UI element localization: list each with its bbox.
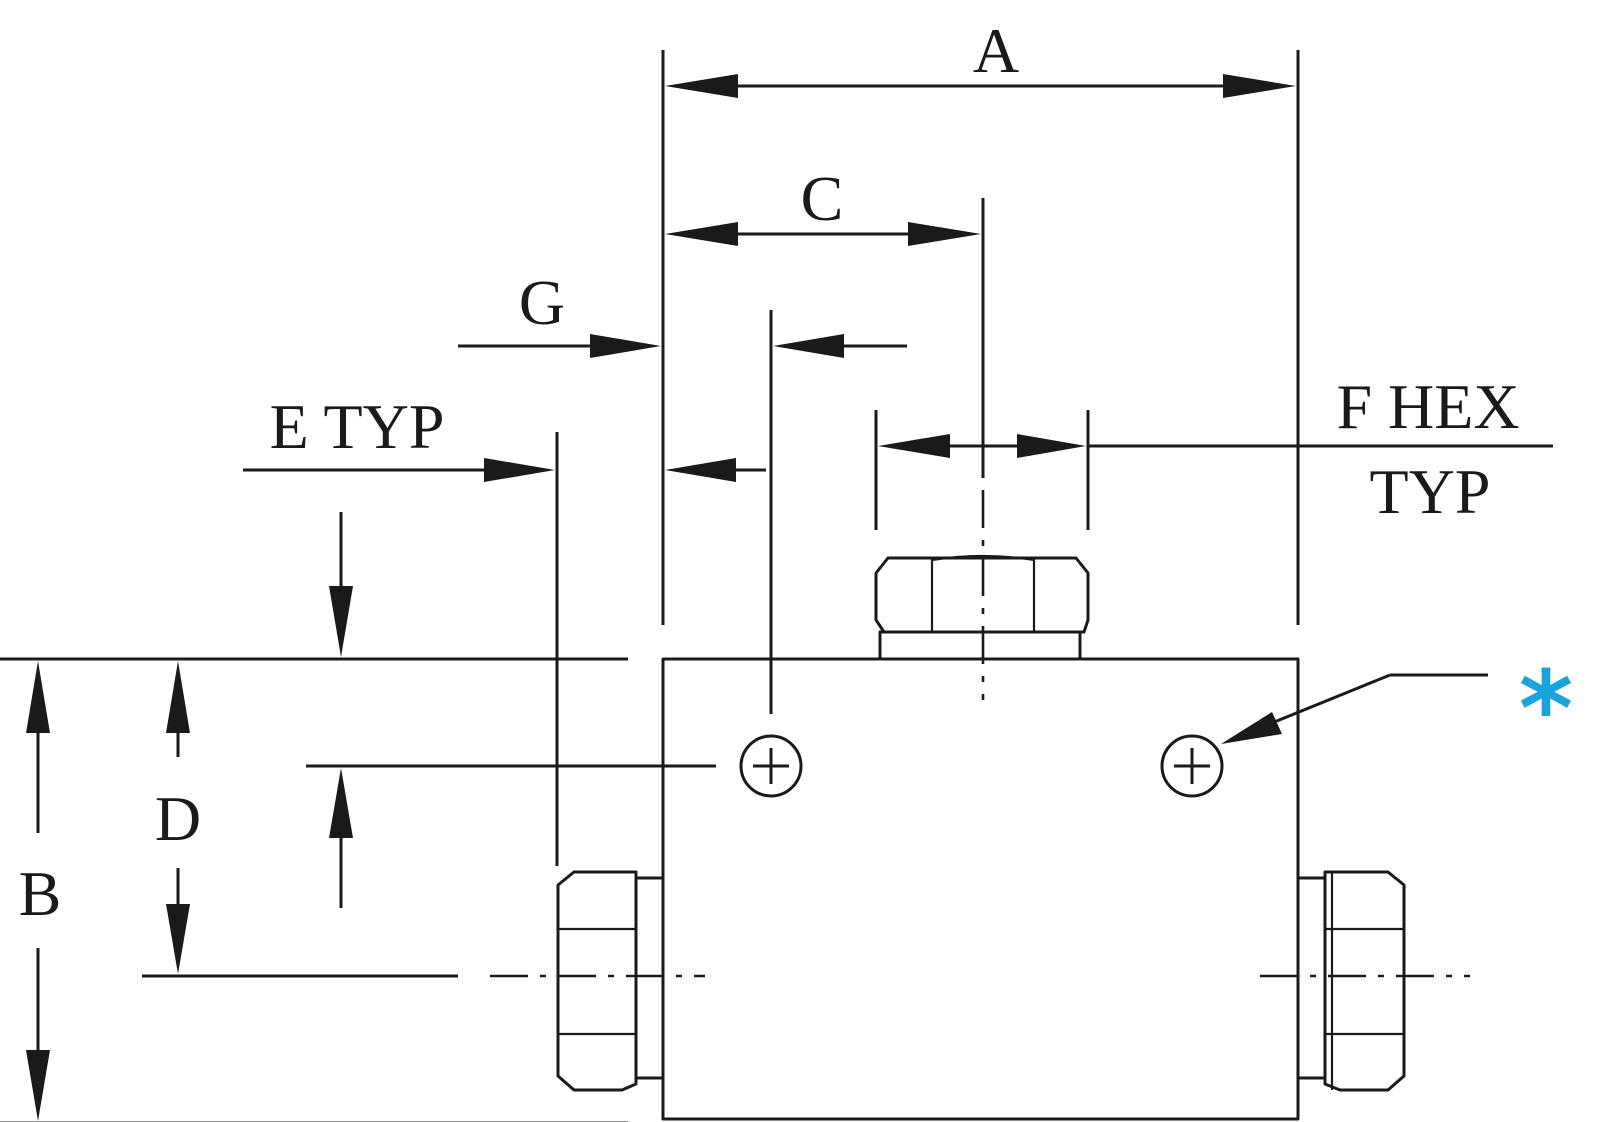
extension-lines bbox=[0, 50, 1300, 1122]
valve-body bbox=[661, 657, 1300, 1121]
right-hex-fitting bbox=[1296, 870, 1406, 1092]
dimension-f-label-line2: TYP bbox=[1370, 456, 1491, 527]
note-leader: * bbox=[1221, 648, 1573, 770]
dimension-e: E TYP bbox=[243, 391, 766, 482]
mounting-hole-right bbox=[1160, 734, 1224, 798]
dimension-a-label: A bbox=[973, 15, 1019, 86]
dimension-c-label: C bbox=[801, 163, 844, 234]
dimension-c: C bbox=[665, 163, 981, 246]
dimension-g-label: G bbox=[519, 267, 565, 338]
dimension-a: A bbox=[665, 15, 1296, 98]
dimension-f-label-line1: F HEX bbox=[1336, 371, 1519, 442]
dimension-hole-height bbox=[329, 512, 353, 908]
note-marker: * bbox=[1519, 648, 1573, 770]
left-hex-fitting bbox=[556, 870, 665, 1092]
dimension-b-label: B bbox=[19, 858, 62, 929]
dimension-b: B bbox=[19, 661, 62, 1121]
dimension-f: F HEX TYP bbox=[878, 371, 1553, 527]
center-lines bbox=[490, 490, 1470, 978]
dimension-e-label: E TYP bbox=[270, 391, 445, 462]
dimension-d: D bbox=[155, 661, 201, 974]
dimension-d-label: D bbox=[155, 783, 201, 854]
mounting-hole-left bbox=[739, 734, 803, 798]
valve-body-group bbox=[556, 554, 1406, 1121]
dimension-g: G bbox=[458, 267, 907, 358]
